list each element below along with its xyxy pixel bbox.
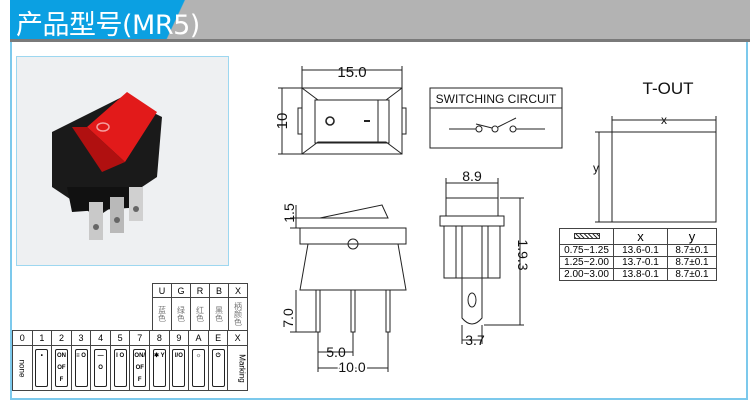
- marking-label: ☼: [191, 349, 205, 387]
- marking-symbol: ⏻: [207, 345, 229, 391]
- end-view-drawing: [439, 178, 524, 344]
- side-view-drawing: [290, 204, 407, 372]
- pin-pitch-dim: 5.0: [326, 344, 346, 360]
- marking-symbol: I O: [109, 345, 131, 391]
- tout-y-label: y: [593, 161, 599, 175]
- marking-symbol: — O: [90, 345, 111, 391]
- marking-label: •: [35, 349, 49, 387]
- marking-label: ⏻: [211, 349, 225, 387]
- top-width-dim: 15.0: [337, 64, 366, 81]
- panel-thickness-icon: [559, 228, 614, 245]
- marking-label: ON/OFF: [133, 349, 147, 387]
- marking-code: 3: [70, 330, 92, 346]
- marking-code: 9: [168, 330, 190, 346]
- marking-code: 2: [51, 330, 72, 346]
- marking-symbol: ON OFF: [51, 345, 72, 391]
- marking-code: E: [207, 330, 229, 346]
- marking-code: X: [227, 330, 248, 346]
- pin-span-dim: 10.0: [338, 359, 365, 375]
- marking-symbol: I/O: [168, 345, 190, 391]
- page-frame: [10, 0, 748, 400]
- marking-code: A: [188, 330, 209, 346]
- marking-symbol: ☼: [188, 345, 209, 391]
- tout-x-label: x: [661, 113, 667, 127]
- circuit-label: SWITCHING CIRCUIT: [436, 92, 557, 106]
- top-height-dim: 10: [274, 113, 291, 130]
- terminal-width-dim: 3.7: [465, 332, 485, 348]
- marking-label: I/O: [172, 349, 186, 387]
- marking-code: 4: [90, 330, 111, 346]
- end-height-dim: 1.9.3: [515, 239, 531, 270]
- marking-symbol: ✱ Y: [149, 345, 170, 391]
- marking-symbol: ≡ O: [70, 345, 92, 391]
- terminal-height-dim: 7.0: [280, 308, 296, 328]
- marking-code: 8: [149, 330, 170, 346]
- marking-label: — O: [94, 349, 108, 387]
- marking-label: ON OFF: [54, 349, 68, 387]
- marking-label: ≡ O: [74, 349, 88, 387]
- product-photo: [16, 56, 229, 266]
- marking-code: 5: [109, 330, 131, 346]
- header-bar: 产品型号(MR5): [10, 0, 750, 42]
- page-title: 产品型号(MR5): [16, 10, 200, 41]
- marking-symbol: Marking: [227, 345, 248, 391]
- rocker-height-dim: 1.5: [281, 203, 297, 223]
- marking-symbol: ON/OFF: [129, 345, 151, 391]
- marking-label: ✱ Y: [152, 349, 166, 387]
- marking-label: none: [17, 359, 27, 378]
- marking-code: 7: [129, 330, 151, 346]
- marking-code: 0: [12, 330, 33, 346]
- marking-label: I O: [113, 349, 127, 387]
- marking-label: Marking: [238, 354, 248, 383]
- top-view-drawing: [278, 66, 407, 155]
- tout-title: T-OUT: [643, 79, 694, 98]
- marking-symbol: none: [12, 345, 33, 391]
- end-width-dim: 8.9: [462, 168, 482, 184]
- marking-code: 1: [31, 330, 53, 346]
- marking-symbol: •: [31, 345, 53, 391]
